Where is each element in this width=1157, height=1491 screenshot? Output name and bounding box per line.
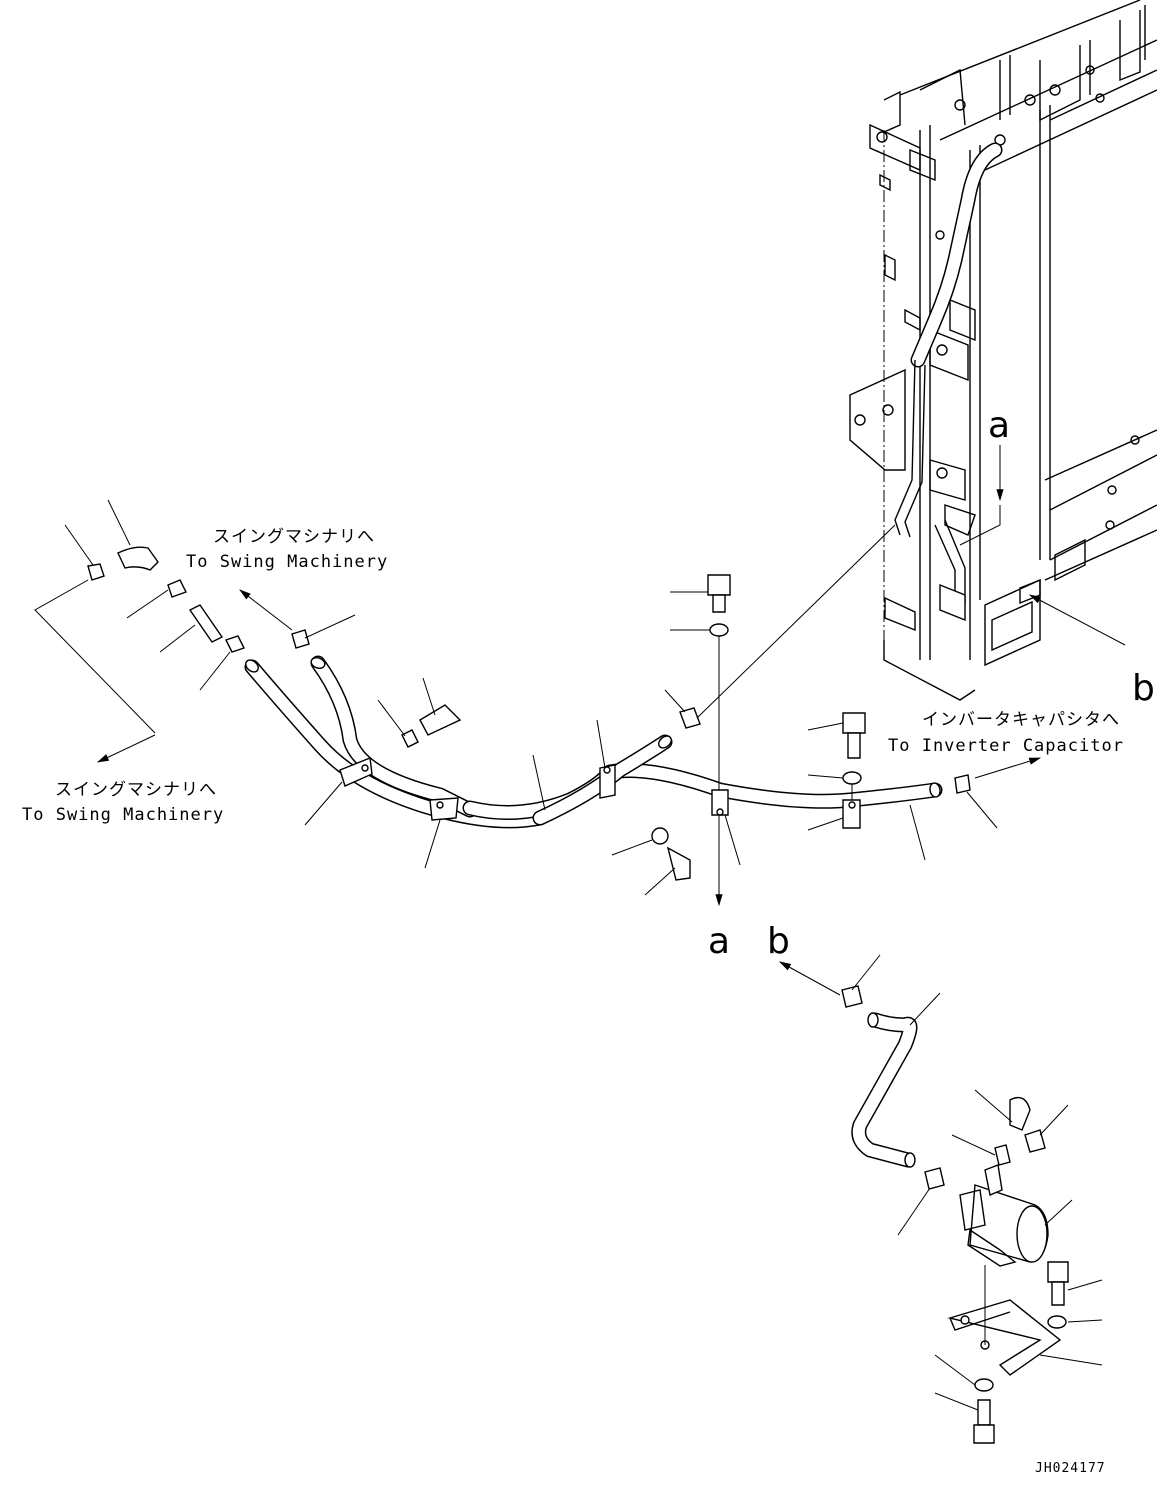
bolt-head xyxy=(1047,1261,1069,1283)
swing-left-label-en: To Swing Machinery xyxy=(22,805,224,825)
ref-b-lower: b xyxy=(767,921,790,962)
fitting xyxy=(167,579,187,598)
clip xyxy=(291,629,310,649)
main-hose-assembly xyxy=(244,655,943,829)
clamp xyxy=(599,764,616,799)
bolt-shank xyxy=(847,732,861,759)
drawing-code: JH024177 xyxy=(1035,1461,1106,1476)
swing-top-label-jp: スイングマシナリへ xyxy=(213,527,375,547)
clip xyxy=(1024,1129,1046,1153)
leader-lines xyxy=(34,499,998,896)
washer xyxy=(401,729,419,748)
bolt-shank xyxy=(977,1399,991,1426)
bolt-head xyxy=(707,574,731,596)
lower-hose-assembly xyxy=(841,985,1069,1444)
washer xyxy=(651,827,669,845)
machine-frame xyxy=(849,0,1157,701)
bolt-shank xyxy=(712,594,726,613)
washer xyxy=(1047,1315,1067,1329)
washer xyxy=(842,771,862,785)
washer xyxy=(709,623,729,637)
washer xyxy=(974,1378,994,1392)
swing-left-label-jp: スイングマシナリへ xyxy=(55,780,217,800)
clip xyxy=(87,563,105,581)
clamp xyxy=(842,799,861,829)
clip xyxy=(924,1167,945,1190)
swing-top-label-en: To Swing Machinery xyxy=(186,552,388,572)
leader-lines-lower xyxy=(851,954,1103,1411)
arrow-b-lower xyxy=(778,961,841,996)
arrow-swing-top xyxy=(239,589,293,631)
clamp xyxy=(429,797,459,821)
small-parts-left xyxy=(87,546,971,881)
clamp xyxy=(711,789,729,816)
arrow-inverter xyxy=(974,757,1042,779)
bolt-shank xyxy=(1051,1281,1065,1306)
bolt xyxy=(419,704,462,736)
inverter-label-en: To Inverter Capacitor xyxy=(888,736,1124,756)
bolt-head xyxy=(973,1424,995,1444)
clip xyxy=(841,985,863,1008)
direction-arrows xyxy=(96,445,1126,996)
bolt-head xyxy=(842,712,866,734)
cap xyxy=(1009,1096,1031,1131)
bolt xyxy=(666,846,691,881)
frame-hose xyxy=(894,142,1003,622)
elbow-hose xyxy=(117,546,159,571)
pipe-joint xyxy=(188,604,224,643)
arrow-swing-left xyxy=(96,734,156,763)
mounting-bracket xyxy=(947,1299,1062,1376)
ref-b-frame: b xyxy=(1132,668,1155,709)
ref-a-lower: a xyxy=(708,921,730,962)
fitting xyxy=(994,1144,1011,1166)
ref-a-frame: a xyxy=(988,405,1010,446)
clip xyxy=(679,707,701,729)
clip xyxy=(954,774,971,794)
arrow-b-frame xyxy=(1028,594,1126,646)
fitting xyxy=(225,635,245,653)
inverter-label-jp: インバータキャパシタへ xyxy=(922,710,1120,730)
